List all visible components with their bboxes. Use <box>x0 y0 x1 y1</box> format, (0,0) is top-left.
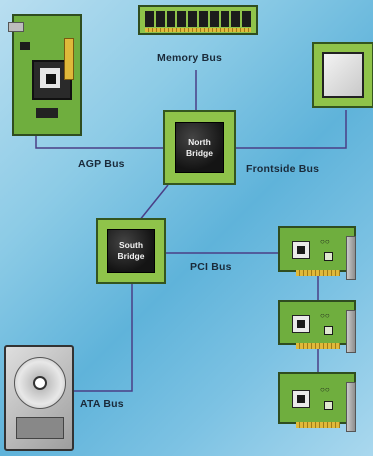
ata-bus-label: ATA Bus <box>80 398 124 410</box>
south-bridge-label-line1: South <box>118 240 144 250</box>
north-bridge-label-line1: North <box>188 136 211 147</box>
memory-bus-label: Memory Bus <box>157 52 223 64</box>
south-bridge-label-line2: Bridge <box>117 251 145 261</box>
frontside-bus-label: Frontside Bus <box>246 163 320 175</box>
pci-card-3-icon: ○○ <box>278 372 356 432</box>
cpu-icon <box>312 42 373 108</box>
agp-card-icon <box>8 14 82 136</box>
frontside-bus-wire <box>236 110 347 149</box>
north-bridge-label-line2: Bridge <box>186 147 213 158</box>
agp-bus-wire <box>35 136 165 149</box>
agp-bus-label: AGP Bus <box>78 158 125 170</box>
ata-bus-wire <box>73 283 133 392</box>
pci-card-2-icon: ○○ <box>278 300 356 353</box>
hard-drive-icon <box>4 345 74 451</box>
memory-module-icon <box>138 5 258 35</box>
north-bridge-chip: North Bridge <box>163 110 236 185</box>
pci-bus-label: PCI Bus <box>190 261 232 273</box>
pci-card-1-icon: ○○ <box>278 226 356 280</box>
south-bridge-chip: South Bridge <box>96 218 166 284</box>
